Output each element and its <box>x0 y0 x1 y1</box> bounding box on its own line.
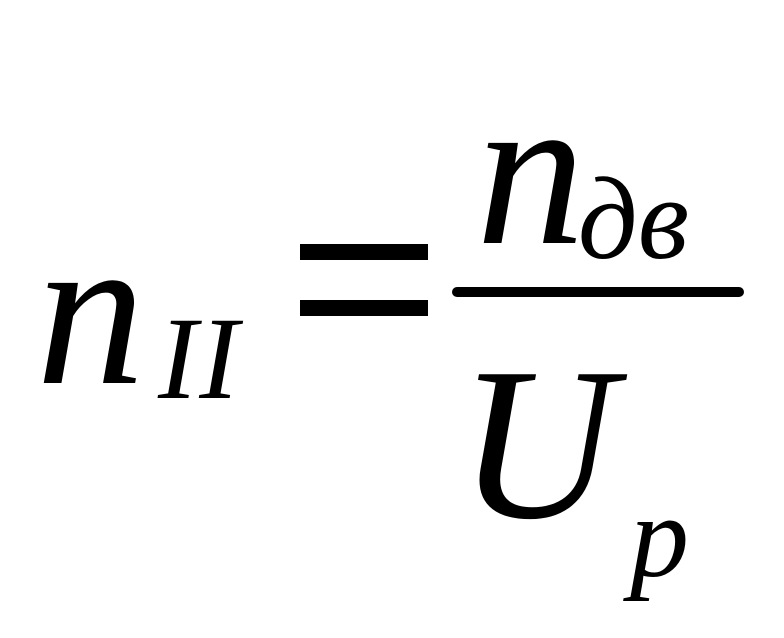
denominator-symbol: U <box>458 324 616 565</box>
numerator-symbol: n <box>476 50 585 291</box>
equals-sign-top-bar <box>300 244 428 260</box>
numerator-subscript: дв <box>578 153 689 284</box>
lhs-symbol: n <box>36 190 145 431</box>
equals-sign-bottom-bar <box>300 300 428 316</box>
lhs-subscript: II <box>158 293 241 424</box>
fraction-bar <box>452 287 744 297</box>
denominator-subscript: р <box>630 471 689 602</box>
